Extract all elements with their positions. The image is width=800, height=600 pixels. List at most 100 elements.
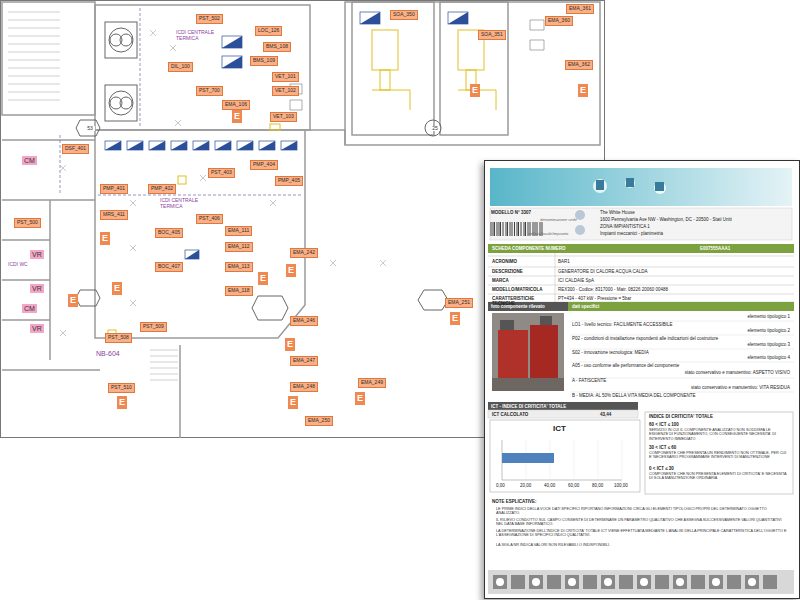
- tag-text: PST_406: [199, 215, 220, 221]
- component-tag: BMS_109: [250, 56, 278, 66]
- text-label: DESCRIZIONE: [492, 269, 554, 274]
- component-tag: EMA_112: [225, 242, 253, 252]
- component-tag: BOC_405: [155, 228, 183, 238]
- text-label: INDICE DI CRITICITA' TOTALE: [649, 414, 789, 419]
- component-tag: EMA_111: [225, 226, 252, 236]
- component-tag: BMS_108: [263, 42, 291, 52]
- tag-text: E: [357, 393, 363, 403]
- tag-text: E: [472, 85, 478, 95]
- text-label: foto componente rilevato: [491, 304, 567, 309]
- text-label: 43,44: [600, 412, 634, 417]
- fault-marker: E: [578, 84, 588, 97]
- text-label: ICT - INDICE DI CRITICITA' TOTALE: [491, 404, 636, 409]
- tag-text: DSF_401: [65, 145, 86, 151]
- tag-text: E: [288, 265, 294, 275]
- component-tag: PMP_402: [148, 184, 176, 194]
- text-label: CM: [22, 304, 37, 313]
- text-label: LA SIGLA NR INDICA VALORI NON RILEVABILI…: [496, 543, 788, 547]
- component-tag: EMA_242: [290, 248, 318, 258]
- text-label: stato conservativo e manutentivo: ASPETT…: [640, 370, 790, 375]
- tag-text: BOC_407: [158, 263, 180, 269]
- tag-text: SOA_351: [481, 31, 503, 37]
- text-label: Impianti meccanici - planimetria: [600, 231, 790, 236]
- text-label: B - MEDIA: AL 50% DELLA VITA MEDIA DEL C…: [572, 393, 787, 398]
- text-label: VR: [30, 250, 44, 259]
- component-tag: EMA_246: [290, 316, 318, 326]
- text-label: LE PRIME INDICI DELLA VOCE DATI SPECIFIC…: [496, 507, 788, 516]
- component-tag: SOA_351: [478, 30, 506, 40]
- component-tag: EMA_118: [225, 286, 253, 296]
- text-label: 60 < ICT ≤ 100: [649, 422, 789, 427]
- text-label: PT=434 - 407 kW - Pressione = 5bar: [558, 296, 788, 301]
- tag-text: EMA_118: [228, 287, 250, 293]
- tag-text: EMA_112: [228, 243, 250, 249]
- text-label: VR: [30, 284, 44, 293]
- text-label: ZONA IMPIANTISTICA 1: [600, 224, 790, 229]
- text-label: elemento tipologico 4: [690, 355, 790, 360]
- tag-text: BOC_405: [158, 229, 180, 235]
- text-label: SCHEDA COMPONENTE NUMERO: [492, 246, 642, 251]
- tag-text: EMA_248: [293, 383, 315, 389]
- tag-text: PMP_401: [103, 185, 125, 191]
- text-label: 20,00: [520, 483, 538, 488]
- fault-marker: E: [100, 232, 110, 245]
- text-label: MODELLO N° 3307: [491, 210, 571, 215]
- text-label: 40,00: [544, 483, 562, 488]
- text-label: NB-604: [96, 350, 120, 357]
- tag-text: E: [70, 295, 76, 305]
- component-tag: MRS_411: [100, 210, 128, 220]
- component-tag: PMP_405: [275, 176, 303, 186]
- text-label: dati specifici: [572, 304, 692, 309]
- tag-text: EMA_106: [225, 101, 247, 107]
- fault-marker: E: [355, 392, 365, 405]
- text-label: ICT CALCOLATO: [492, 412, 572, 417]
- tag-text: PMP_404: [253, 161, 275, 167]
- tag-text: LOC_126: [258, 27, 279, 33]
- tag-text: EMA_246: [293, 317, 315, 323]
- tag-text: EMA_111: [228, 227, 249, 233]
- component-tag: SOA_350: [390, 10, 418, 20]
- tag-text: EMA_361: [569, 5, 591, 11]
- tag-text: EMA_247: [293, 357, 315, 363]
- tag-text: PMP_402: [151, 185, 173, 191]
- text-label: 25: [430, 126, 440, 131]
- text-label: REX300 - Codice: 8317000 - Matr. 08226 2…: [558, 287, 788, 292]
- text-label: MARCA: [492, 278, 554, 283]
- tag-text: BMS_108: [266, 43, 288, 49]
- component-tag: DIL_100: [168, 62, 193, 72]
- text-label: stato conservativo e manutentivo: VITA R…: [640, 385, 790, 390]
- tag-text: SOA_350: [393, 11, 415, 17]
- tag-text: PST_403: [211, 169, 232, 175]
- tag-text: EMA_251: [448, 299, 470, 305]
- text-label: elemento tipologico 2: [690, 328, 790, 333]
- tag-text: PST_510: [111, 384, 132, 390]
- text-label: ICI CALDAIE SpA: [558, 278, 788, 283]
- text-label: GENERATORE DI CALORE ACQUA CALDA: [558, 269, 788, 274]
- text-label: COMPONENTE CHE PRESENTA UN RENDIMENTO NO…: [649, 451, 789, 460]
- component-tag: VET_103: [270, 112, 297, 122]
- component-tag: PST_510: [108, 383, 135, 393]
- fault-marker: E: [288, 396, 298, 409]
- text-label: BAR1: [558, 259, 788, 264]
- component-tag: EMA_361: [566, 4, 594, 14]
- component-tag: PST_502: [196, 14, 223, 24]
- tag-text: PST_509: [143, 323, 164, 329]
- text-label: A05 - uso conforme alle performance del …: [572, 363, 787, 368]
- tag-text: PST_502: [199, 15, 220, 21]
- text-label: COMPONENTE CHE NON PRESENTA ELEMENTI DI …: [649, 472, 789, 481]
- fault-marker: E: [470, 84, 480, 97]
- fault-marker: E: [117, 396, 127, 409]
- fault-marker: E: [68, 294, 78, 307]
- component-tag: PST_500: [14, 218, 41, 228]
- text-label: 0 < ICT ≤ 30: [649, 466, 789, 471]
- tag-text: E: [580, 85, 586, 95]
- tag-text: E: [234, 111, 240, 121]
- tag-text: E: [287, 339, 293, 349]
- fault-marker: E: [258, 272, 268, 285]
- fault-marker: E: [286, 264, 296, 277]
- tag-text: EMA_242: [293, 249, 315, 255]
- tag-text: E: [102, 233, 108, 243]
- tag-text: VET_102: [275, 87, 296, 93]
- component-tag: EMA_362: [565, 60, 593, 70]
- text-label: ICDI WC: [8, 262, 34, 268]
